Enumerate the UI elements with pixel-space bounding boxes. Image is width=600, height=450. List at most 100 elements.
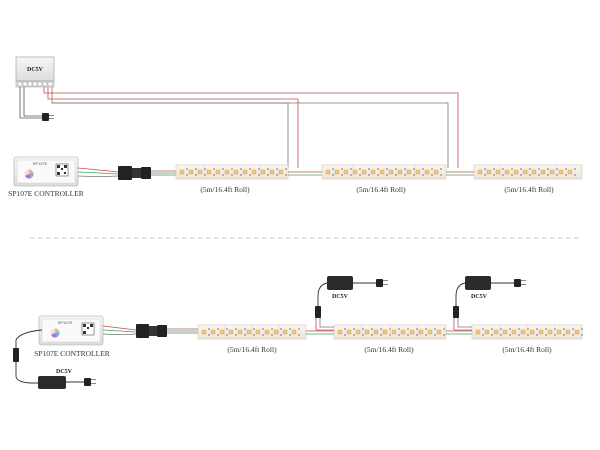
strip-component xyxy=(380,334,382,336)
led-chip xyxy=(477,169,483,175)
strip-component xyxy=(500,328,502,330)
led-chip xyxy=(400,329,406,335)
top-psu-label: DC5V xyxy=(27,67,44,73)
led-chip xyxy=(215,169,221,175)
strip-component xyxy=(500,334,502,336)
strip-component xyxy=(222,168,224,170)
strip-component xyxy=(213,174,215,176)
strip-component xyxy=(350,168,352,170)
strip-component xyxy=(208,334,210,336)
led-chip xyxy=(210,329,216,335)
strip-component xyxy=(493,168,495,170)
bottom-adapter-label-2: DC5V xyxy=(332,294,349,300)
strip-component xyxy=(491,334,493,336)
led-chip xyxy=(346,329,352,335)
strip-component xyxy=(217,334,219,336)
ac-plug-icon xyxy=(376,279,383,287)
top-section: DC5V SP107E xyxy=(8,56,583,198)
strip-component xyxy=(276,168,278,170)
strip-component xyxy=(572,328,574,330)
strip-component xyxy=(249,174,251,176)
led-chip xyxy=(397,169,403,175)
bottom-roll-label-1: (5m/16.4ft Roll) xyxy=(227,345,277,354)
led-chip xyxy=(379,169,385,175)
led-chip xyxy=(224,169,230,175)
strip-component xyxy=(425,334,427,336)
top-lead-wires xyxy=(151,170,176,176)
bottom-adapter-label-1: DC5V xyxy=(56,369,73,375)
led-chip xyxy=(495,169,501,175)
strip-component xyxy=(556,174,558,176)
led-chip xyxy=(558,169,564,175)
strip-component xyxy=(262,328,264,330)
bottom-controller-label: SP107E CONTROLLER xyxy=(34,349,110,358)
led-chip xyxy=(370,169,376,175)
led-chip xyxy=(529,329,535,335)
strip-component xyxy=(565,174,567,176)
led-chip xyxy=(547,329,553,335)
led-chip xyxy=(246,329,252,335)
led-chip xyxy=(233,169,239,175)
top-ac-cable xyxy=(19,87,42,119)
top-power-bus xyxy=(43,87,459,168)
strip-component xyxy=(289,334,291,336)
led-chip xyxy=(436,329,442,335)
led-chip xyxy=(418,329,424,335)
strip-component xyxy=(204,174,206,176)
strip-component xyxy=(502,168,504,170)
strip-component xyxy=(195,174,197,176)
bottom-controller: SP107E SP107E CONTROLLER xyxy=(34,315,110,358)
strip-component xyxy=(350,174,352,176)
strip-component xyxy=(547,168,549,170)
strip-component xyxy=(280,334,282,336)
led-chip xyxy=(355,329,361,335)
led-chip xyxy=(269,169,275,175)
led-chip xyxy=(251,169,257,175)
strip-component xyxy=(371,328,373,330)
strip-component xyxy=(493,174,495,176)
bottom-lead-wires xyxy=(167,328,198,334)
top-controller: SP107E SP107E CONTROLLER xyxy=(8,156,84,198)
led-chip xyxy=(237,329,243,335)
led-chip xyxy=(427,329,433,335)
strip-component xyxy=(395,174,397,176)
led-chip xyxy=(409,329,415,335)
bottom-adapter-2: DC5V xyxy=(315,276,388,331)
led-chip xyxy=(415,169,421,175)
strip-component xyxy=(536,334,538,336)
top-jst-connector xyxy=(118,166,151,180)
strip-component xyxy=(262,334,264,336)
bottom-adapter-1: DC5V xyxy=(38,369,96,389)
led-chip xyxy=(538,329,544,335)
strip-component xyxy=(377,168,379,170)
strip-component xyxy=(362,328,364,330)
bottom-controller-badge: SP107E xyxy=(58,320,73,325)
strip-component xyxy=(407,334,409,336)
top-led-strip-2 xyxy=(321,164,447,180)
bottom-adapter-3: DC5V xyxy=(453,276,526,331)
strip-component xyxy=(186,168,188,170)
strip-component xyxy=(226,328,228,330)
strip-component xyxy=(529,174,531,176)
led-chip xyxy=(556,329,562,335)
strip-component xyxy=(213,168,215,170)
led-chip xyxy=(273,329,279,335)
strip-component xyxy=(253,334,255,336)
strip-component xyxy=(371,334,373,336)
strip-component xyxy=(565,168,567,170)
strip-component xyxy=(298,334,300,336)
strip-component xyxy=(244,334,246,336)
led-chip xyxy=(484,329,490,335)
led-chip xyxy=(493,329,499,335)
bottom-section: SP107E SP107E CONTROLLER DC5V xyxy=(13,276,583,389)
strip-component xyxy=(422,168,424,170)
strip-component xyxy=(240,174,242,176)
led-chip xyxy=(179,169,185,175)
strip-component xyxy=(359,168,361,170)
strip-component xyxy=(563,328,565,330)
strip-component xyxy=(538,174,540,176)
strip-component xyxy=(398,328,400,330)
top-roll-label-2: (5m/16.4ft Roll) xyxy=(356,185,406,194)
led-chip xyxy=(260,169,266,175)
